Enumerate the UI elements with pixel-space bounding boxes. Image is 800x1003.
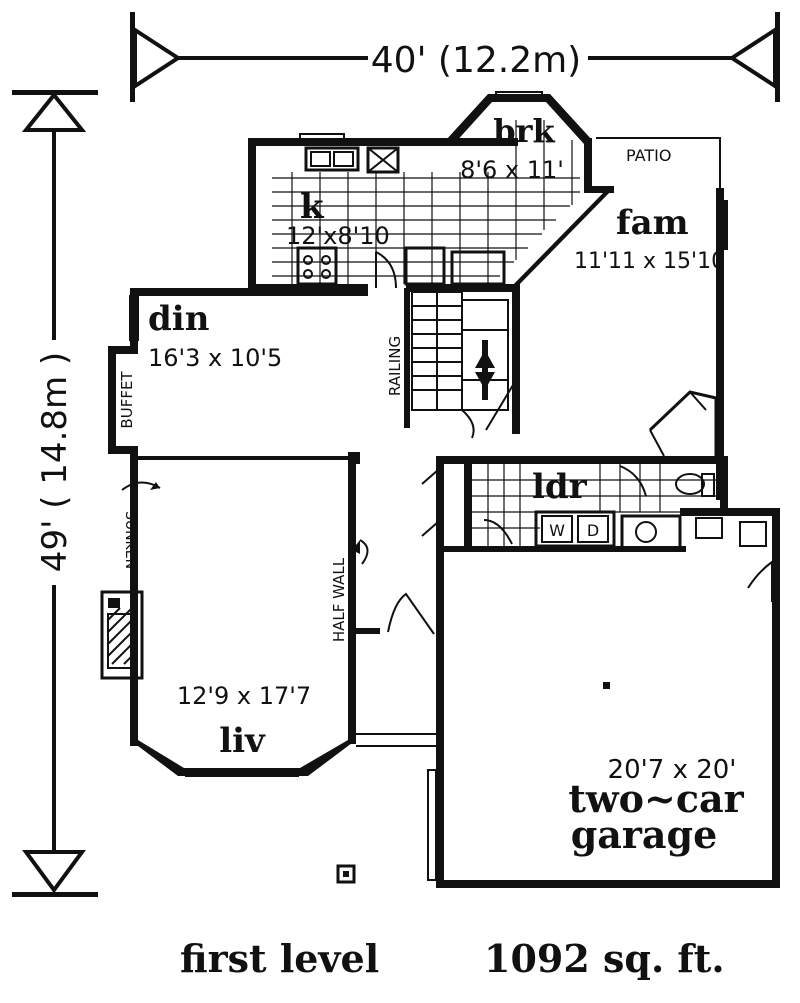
right-arrow-icon — [728, 26, 777, 90]
stove-icon — [296, 246, 338, 286]
garage-center-mark — [603, 682, 610, 689]
dryer-label: D — [587, 521, 599, 540]
windows — [129, 91, 543, 881]
left-arrow-icon — [133, 26, 182, 90]
buffet-label: BUFFET — [118, 371, 136, 429]
living-size: 12'9 x 17'7 — [177, 682, 311, 710]
depth-label: 49' ( 14.8m ) — [35, 352, 75, 572]
doors — [121, 251, 773, 635]
half-wall-label: HALF WALL — [330, 557, 348, 642]
patio-label: PATIO — [626, 146, 671, 165]
level-label: first level — [180, 936, 379, 981]
bottom-arrow-icon — [22, 850, 86, 894]
area-label: 1092 sq. ft. — [484, 936, 725, 981]
stair-up-arrow-icon — [475, 350, 495, 368]
breakfast-name: brk — [493, 112, 555, 150]
kitchen-size: 12'x8'10 — [286, 222, 390, 250]
railing-label: RAILING — [386, 336, 404, 396]
laundry-fixtures: W D — [472, 464, 767, 550]
garage-name-line1: two~car — [568, 776, 744, 821]
sunken-label: SUNKEN — [122, 511, 138, 569]
laundry-name: ldr — [532, 467, 588, 507]
garage-size: 20'7 x 20' — [608, 755, 737, 785]
kitchen-name: k — [300, 187, 325, 227]
dining-size: 16'3 x 10'5 — [148, 344, 282, 372]
width-label: 40' (12.2m) — [371, 40, 581, 81]
footer-caption: first level 1092 sq. ft. — [180, 936, 725, 981]
depth-dimension: 49' ( 14.8m ) — [12, 90, 98, 897]
kitchen-fixtures — [296, 146, 506, 286]
breakfast-size: 8'6 x 11' — [460, 156, 564, 184]
family-closet — [648, 390, 718, 457]
top-arrow-icon — [21, 91, 87, 132]
kitchen-floor-tiles — [272, 120, 580, 284]
washer-label: W — [549, 521, 565, 540]
garage-name-line2: garage — [571, 812, 718, 857]
living-name: liv — [219, 721, 266, 761]
walls — [108, 94, 780, 888]
toilet-icon — [675, 473, 705, 495]
family-size: 11'11 x 15'10 — [574, 249, 725, 274]
stair-down-arrow-icon — [475, 372, 495, 390]
family-name: fam — [616, 203, 689, 243]
room-labels: brk 8'6 x 11' k 12'x8'10 fam 11'11 x 15'… — [118, 112, 745, 857]
post-lamp-icon — [336, 864, 356, 884]
width-dimension: 40' (12.2m) — [130, 12, 780, 102]
dining-name: din — [148, 299, 209, 339]
staircase — [411, 291, 517, 439]
fireplace-icon — [100, 590, 144, 680]
